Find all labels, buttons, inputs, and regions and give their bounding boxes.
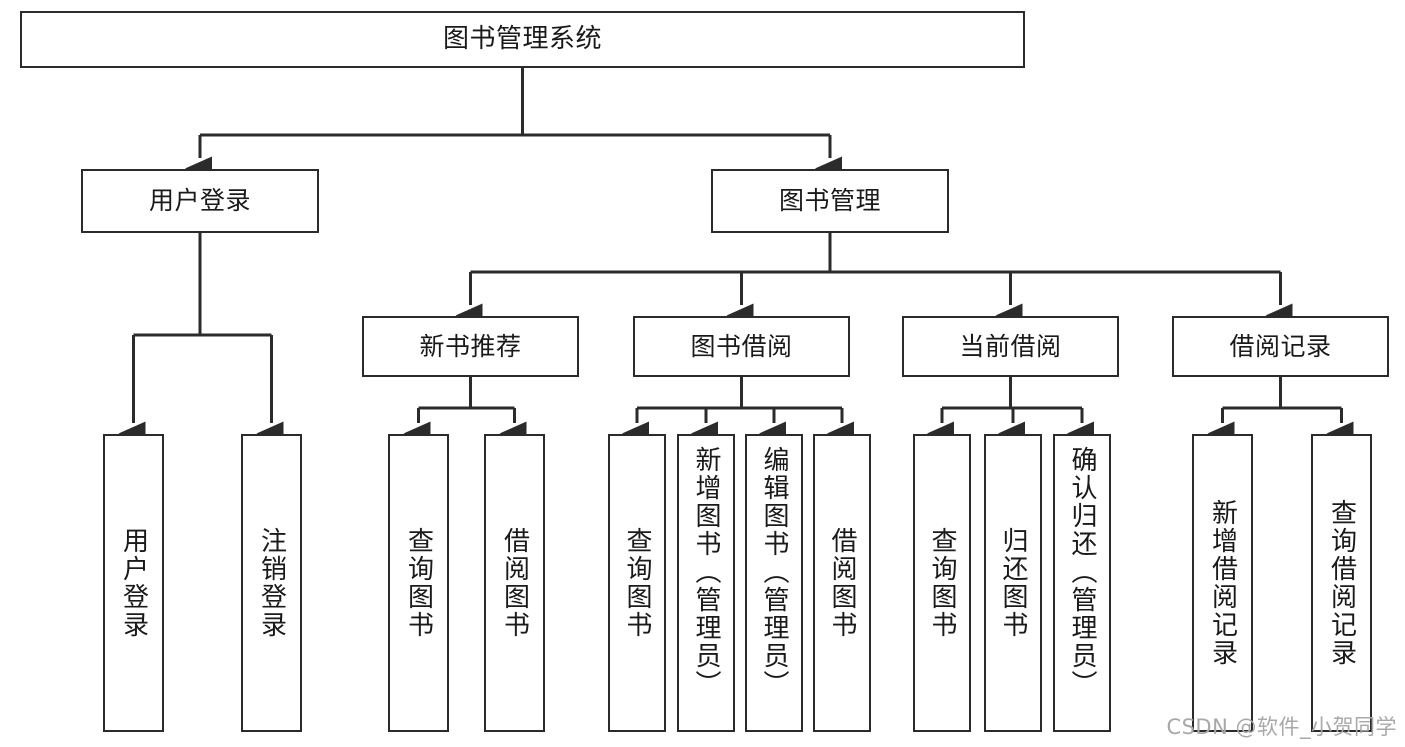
node-label: 新书推荐 — [419, 331, 522, 361]
node-book-manage[interactable]: 图书管理 — [711, 169, 949, 233]
node-label: 借阅图书 — [499, 527, 530, 639]
node-label: 图书管理系统 — [442, 23, 602, 54]
node-leaf-confirm-return[interactable]: 确认归还（管理员） — [1053, 434, 1111, 732]
node-leaf-edit-book[interactable]: 编辑图书（管理员） — [745, 434, 803, 732]
node-current-borrow[interactable]: 当前借阅 — [902, 316, 1119, 377]
node-label: 用户登录 — [148, 186, 251, 215]
node-label: 新增借阅记录 — [1207, 499, 1238, 667]
node-leaf-query-book-3[interactable]: 查询图书 — [913, 434, 971, 732]
node-leaf-user-logout[interactable]: 注销登录 — [241, 434, 302, 732]
node-label: 查询图书 — [403, 527, 434, 639]
node-leaf-add-book[interactable]: 新增图书（管理员） — [677, 434, 735, 732]
node-label: 图书管理 — [778, 186, 881, 215]
node-label: 新增图书（管理员） — [691, 446, 721, 698]
node-leaf-return-book[interactable]: 归还图书 — [984, 434, 1042, 732]
node-root[interactable]: 图书管理系统 — [20, 11, 1025, 68]
node-user-login[interactable]: 用户登录 — [81, 169, 319, 233]
node-leaf-query-book-1[interactable]: 查询图书 — [388, 434, 449, 732]
node-leaf-query-borrow-record[interactable]: 查询借阅记录 — [1311, 434, 1372, 732]
node-label: 查询图书 — [622, 527, 652, 639]
node-leaf-borrow-book-1[interactable]: 借阅图书 — [484, 434, 545, 732]
node-label: 图书借阅 — [690, 331, 793, 361]
node-label: 确认归还（管理员） — [1067, 446, 1097, 698]
node-label: 用户登录 — [118, 527, 149, 639]
node-label: 借阅记录 — [1229, 331, 1332, 361]
node-leaf-query-book-2[interactable]: 查询图书 — [608, 434, 666, 732]
node-leaf-borrow-book-2[interactable]: 借阅图书 — [813, 434, 871, 732]
node-leaf-user-login[interactable]: 用户登录 — [103, 434, 164, 732]
node-label: 查询图书 — [927, 527, 957, 639]
watermark-text: CSDN @软件_小贺同学 — [1166, 715, 1397, 739]
node-label: 当前借阅 — [959, 331, 1062, 361]
node-borrow-record[interactable]: 借阅记录 — [1172, 316, 1389, 377]
node-label: 归还图书 — [998, 527, 1028, 639]
node-label: 借阅图书 — [827, 527, 857, 639]
node-label: 编辑图书（管理员） — [759, 446, 789, 698]
node-new-book-recommend[interactable]: 新书推荐 — [362, 316, 579, 377]
node-label: 注销登录 — [256, 527, 287, 639]
node-book-borrow[interactable]: 图书借阅 — [633, 316, 850, 377]
node-leaf-add-borrow-record[interactable]: 新增借阅记录 — [1192, 434, 1253, 732]
node-label: 查询借阅记录 — [1326, 499, 1357, 667]
